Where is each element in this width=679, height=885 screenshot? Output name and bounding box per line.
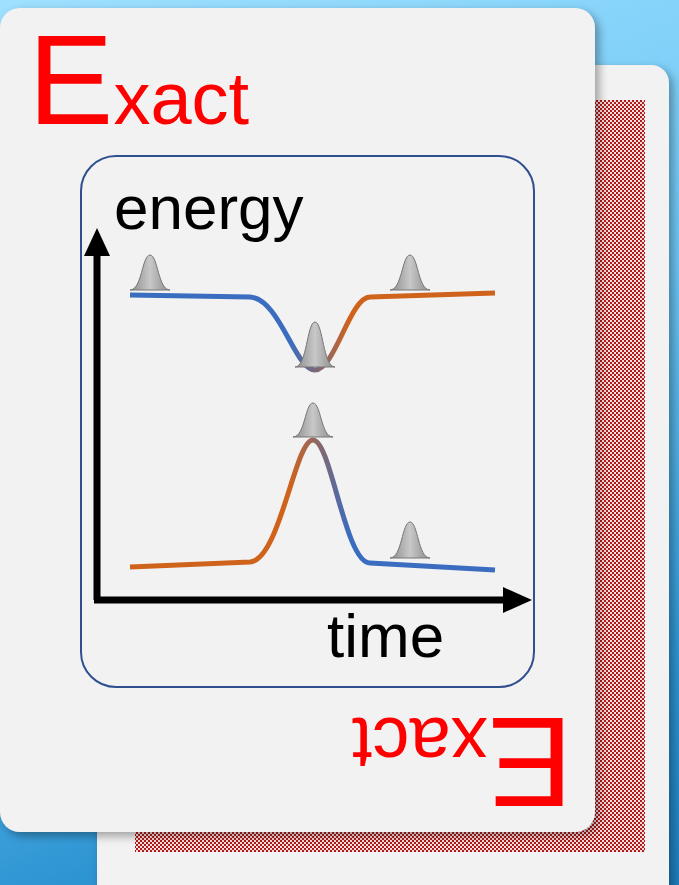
axis-label: time (327, 605, 444, 667)
card-title: Exact (28, 16, 249, 144)
upper-energy-curve (130, 293, 495, 370)
wavepackets (130, 255, 430, 558)
front-card (0, 8, 595, 832)
plot-frame: energy time (80, 155, 535, 688)
axes (84, 228, 532, 613)
lower-energy-curve (130, 440, 495, 570)
playing-card: ExactExactenergytime (0, 8, 595, 832)
card-title: Exact (352, 698, 573, 826)
axis-label: energy (114, 177, 304, 239)
